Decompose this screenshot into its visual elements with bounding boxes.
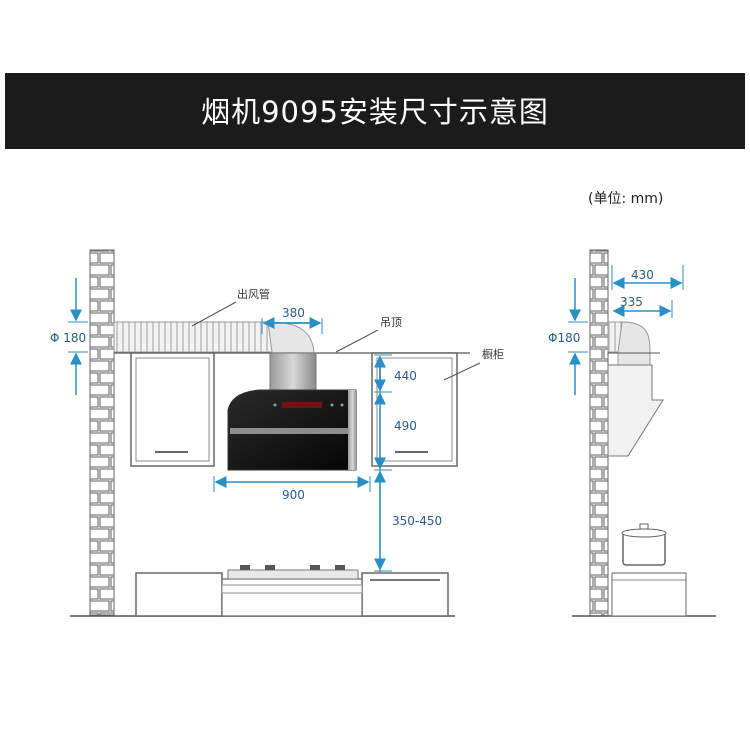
title-bar: 烟机9095安装尺寸示意图 [5,73,745,149]
hood-display [282,402,322,408]
cooktop [227,569,359,580]
right-brick-wall [589,249,609,617]
dim-install-height: 350-450 [392,514,442,528]
exhaust-duct [113,321,275,353]
dim-side-inner: 335 [620,295,643,309]
label-duct: 出风管 [237,287,270,301]
side-range-hood [607,364,664,457]
hood-chimney [269,352,317,392]
dim-duct-diameter-left: Φ 180 [50,331,86,345]
left-brick-wall [89,249,115,616]
unit-note: (单位: mm) [588,191,664,207]
side-duct-elbow [617,321,651,366]
side-counter [611,572,687,617]
base-cabinet-left [135,572,223,617]
dim-duct-offset: 380 [282,306,305,320]
upper-cabinet-right [371,352,458,467]
dim-hood-width: 900 [282,488,305,502]
upper-cabinet-left [130,352,215,467]
cooking-pot [622,532,666,566]
page-title: 烟机9095安装尺寸示意图 [201,95,549,129]
dim-side-outer: 430 [631,268,654,282]
dim-hood-top-height: 440 [394,369,417,383]
dim-duct-diameter-right: Φ180 [548,331,580,345]
label-ceiling: 吊顶 [380,316,402,329]
label-cabinet: 橱柜 [482,347,504,361]
dim-hood-body-height: 490 [394,419,417,433]
